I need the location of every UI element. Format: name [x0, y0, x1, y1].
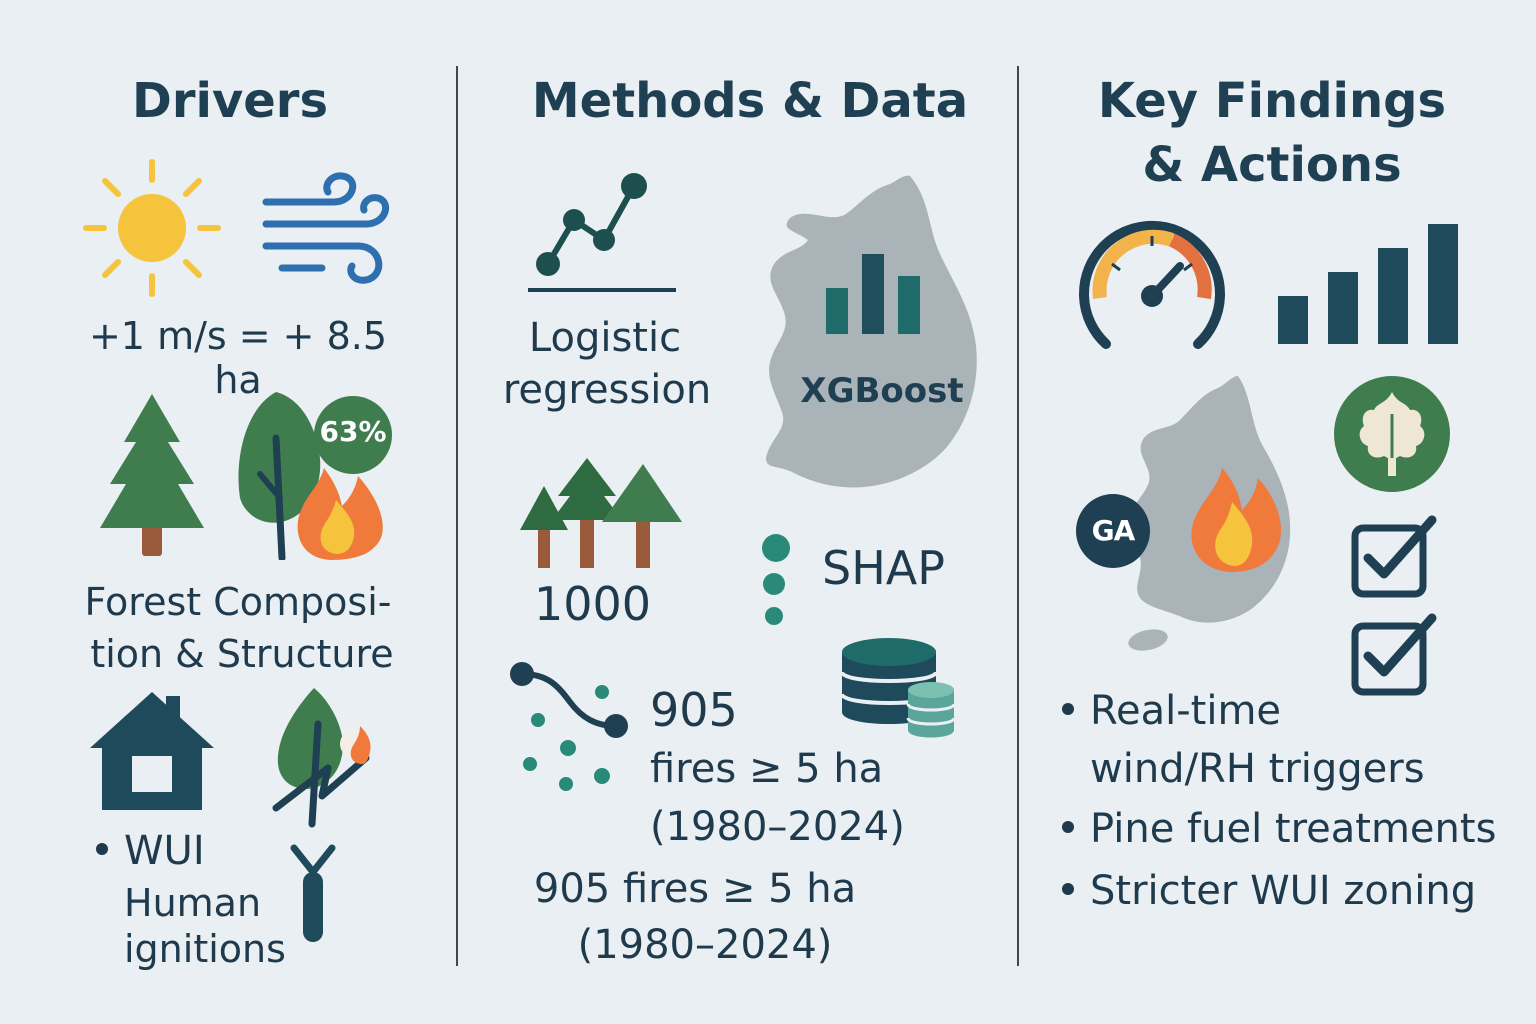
- database-icon: [840, 638, 956, 738]
- bullet-dot: [1062, 883, 1074, 895]
- dots-icon: [762, 534, 790, 625]
- action-label: Real-time: [1090, 688, 1282, 734]
- bullet-dot: [1062, 821, 1074, 833]
- methods-heading: Methods & Data: [531, 73, 969, 129]
- findings-heading-line2: & Actions: [1142, 137, 1402, 193]
- checkbox-icon: [1351, 515, 1437, 598]
- action-label: Pine fuel treatments: [1090, 806, 1497, 852]
- wind-icon: [262, 172, 390, 284]
- action-item-wui: Stricter WUI zoning: [1062, 862, 1476, 920]
- korea-map-icon: [766, 175, 977, 488]
- torch-icon: [290, 844, 336, 942]
- bullet-dot: [1062, 703, 1074, 715]
- wind-stat: +1 m/s = + 8.5 ha: [88, 314, 388, 402]
- house-icon: [90, 692, 214, 810]
- human-ignitions-line1: Human: [124, 881, 262, 925]
- burning-tree-icon: [238, 392, 383, 560]
- shap-label: SHAP: [822, 541, 945, 595]
- fires-count: 905: [650, 683, 738, 737]
- scatter-curve-icon: [510, 662, 628, 791]
- fires-threshold: fires ≥ 5 ha: [650, 746, 884, 792]
- column-divider-right: [1017, 66, 1019, 966]
- checkbox-icon: [1351, 613, 1437, 696]
- findings-heading-line1: Key Findings: [1097, 73, 1447, 129]
- bullet-dot: [96, 843, 108, 855]
- pine-percent-badge: [314, 396, 392, 474]
- trees-count: 1000: [534, 577, 652, 631]
- sun-icon: [83, 159, 221, 297]
- drivers-heading: Drivers: [131, 73, 329, 129]
- korea-map-fire-icon: [1128, 376, 1291, 651]
- bar-chart-icon: [1278, 224, 1458, 344]
- ga-badge-label: GA: [1091, 514, 1136, 547]
- pine-percent: 63%: [319, 415, 387, 448]
- leaf-badge-icon: [1334, 376, 1450, 492]
- ignition-tree-icon: [272, 688, 371, 828]
- column-divider-left: [456, 66, 458, 966]
- forest-label-line1: Forest Composi-: [84, 580, 392, 624]
- summary-line2: (1980–2024): [577, 922, 833, 968]
- xgboost-label: XGBoost: [800, 371, 964, 411]
- action-item-pine: Pine fuel treatments: [1062, 800, 1496, 858]
- fires-period: (1980–2024): [650, 804, 905, 850]
- wui-bullet: WUI: [96, 822, 205, 880]
- action-item-realtime-cont: wind/RH triggers: [1090, 740, 1425, 798]
- forest-label-line2: tion & Structure: [90, 632, 394, 676]
- action-item-realtime: Real-time: [1062, 682, 1281, 740]
- action-label: wind/RH triggers: [1090, 746, 1425, 792]
- logistic-line1: Logistic: [528, 315, 682, 361]
- bar-chart-icon: [826, 254, 920, 334]
- human-ignitions-line2: ignitions: [124, 927, 286, 971]
- conifer-tree-icon: [100, 394, 204, 556]
- forest-icon: [520, 458, 682, 568]
- line-chart-icon: [528, 173, 676, 292]
- gauge-icon: [1079, 220, 1225, 349]
- summary-line1: 905 fires ≥ 5 ha: [533, 866, 857, 912]
- action-label: Stricter WUI zoning: [1090, 868, 1477, 914]
- ga-badge: [1076, 494, 1150, 568]
- logistic-line2: regression: [502, 367, 712, 413]
- wui-label: WUI: [124, 828, 205, 874]
